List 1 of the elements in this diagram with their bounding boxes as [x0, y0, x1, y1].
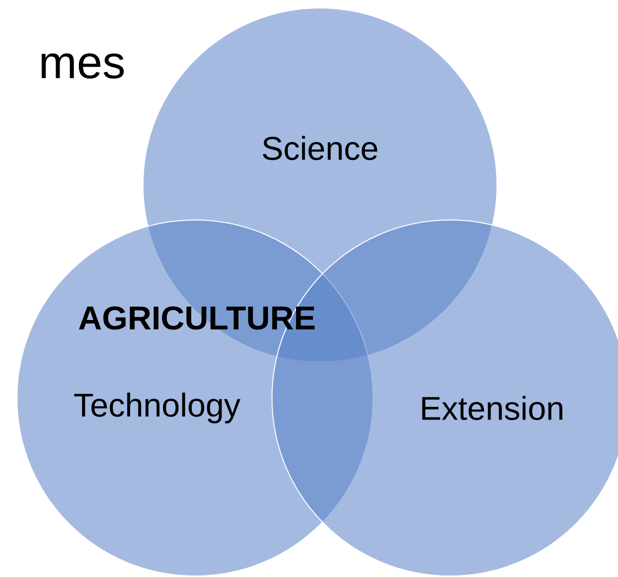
center-label: AGRICULTURE [78, 306, 315, 330]
